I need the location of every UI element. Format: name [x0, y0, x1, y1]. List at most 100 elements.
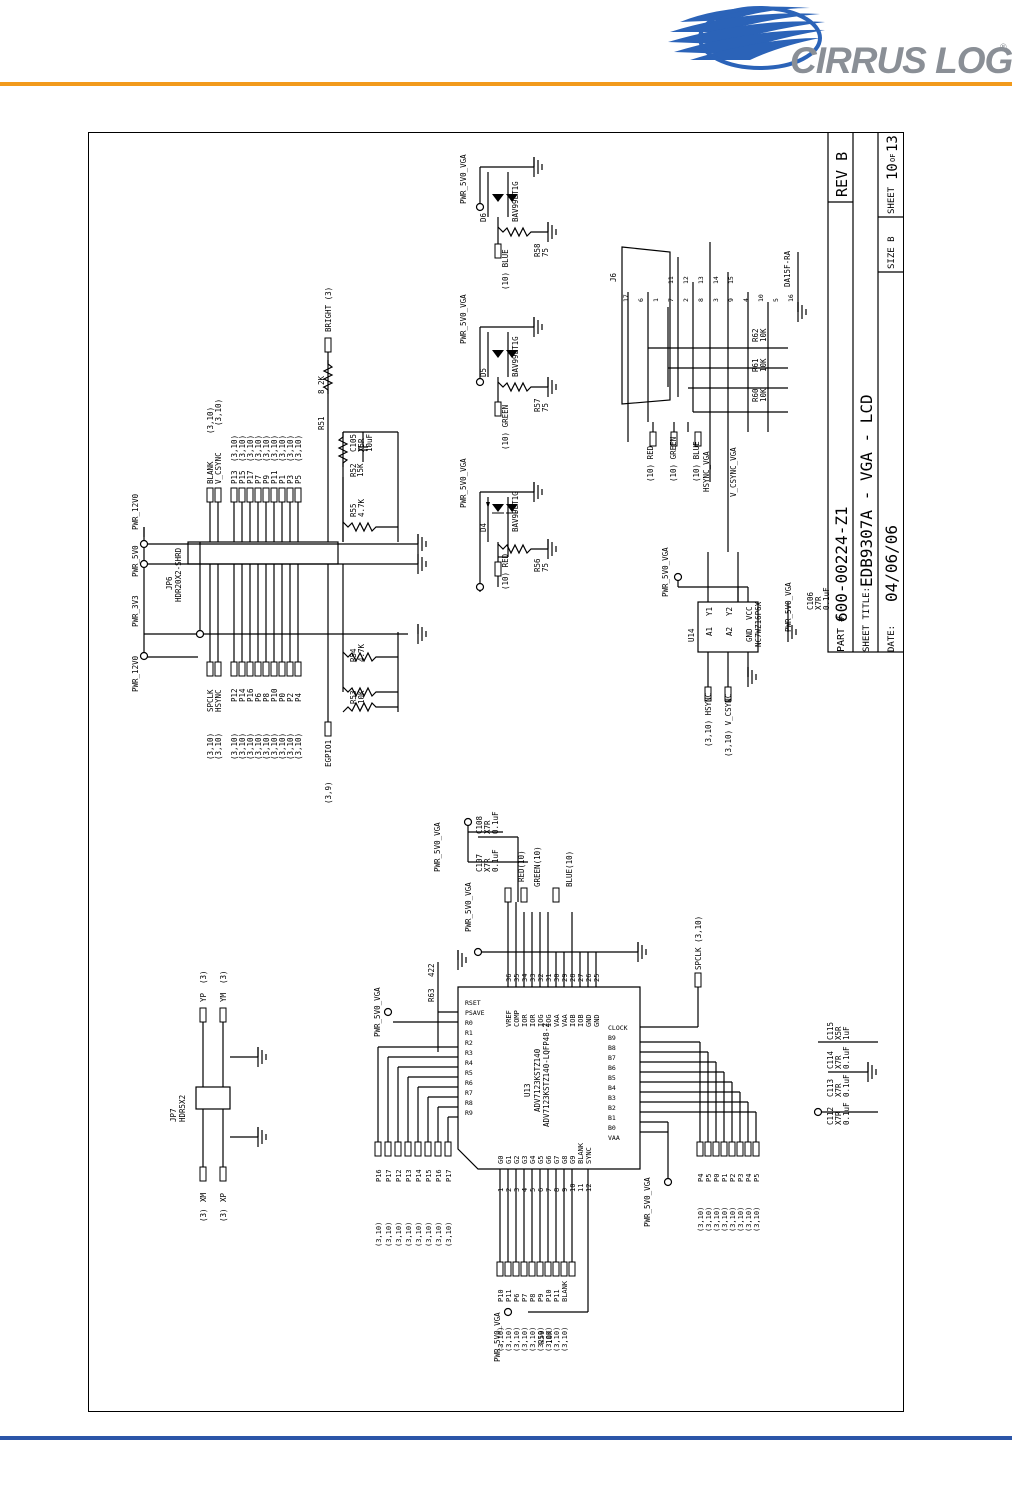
jp6-right-net-4: P17: [246, 470, 255, 484]
jp6-left-net-1: HSYNC: [214, 689, 223, 712]
r63-ref: R63: [427, 988, 436, 1002]
u13-b-net-4: P2: [729, 1174, 737, 1182]
u13-red-out: RED(10): [517, 850, 526, 882]
jp6-left-net-3: P14: [238, 688, 247, 702]
u13-g-ref-3: (3,10): [521, 1327, 529, 1352]
u13-top-ref-5: (3,10): [425, 1222, 433, 1247]
c106-pwr: PWR_5V0_VGA: [784, 582, 793, 632]
r60-val: 10K: [759, 388, 768, 402]
u13-right-pin-1: COMP: [513, 1010, 521, 1027]
u13-left-pin-7: B3: [608, 1094, 616, 1102]
title-size: SIZE B: [887, 236, 897, 269]
u13-top-ref-2: (3,10): [395, 1222, 403, 1247]
jp7-ref: JP7: [169, 1108, 178, 1122]
title-sheet-label: SHEET: [887, 186, 897, 214]
r57-ref: R57: [533, 398, 542, 412]
r52-ref: R52: [349, 463, 358, 477]
u13-left-pin-10: B0: [608, 1124, 616, 1132]
u14-buffer: [677, 552, 789, 687]
u13-b-ref-0: (3,10): [697, 1207, 705, 1232]
u13-right-pin-8: IOB: [569, 1014, 577, 1027]
jp6-right-net-2: P13: [230, 470, 239, 484]
title-block: [827, 132, 904, 653]
u13-top-pin-5: R3: [465, 1049, 473, 1057]
u13-bottom-pin-6: G6: [545, 1156, 553, 1164]
c113-b: 0.1uF: [842, 1074, 851, 1097]
u13-b-net-0: P4: [697, 1174, 705, 1182]
r54-val: 4.7K: [357, 643, 366, 662]
u13-bottom-pin-10: BLANK: [577, 1142, 585, 1164]
d6-blue: (10) BLUE: [501, 249, 510, 290]
j6-pin-1: 1: [652, 298, 660, 302]
c112-b: 0.1uF: [842, 1102, 851, 1125]
j6-pin-13: 13: [697, 276, 705, 284]
u13-pwr-b: PWR_5V0_VGA: [464, 882, 473, 932]
u13-top-pin-4: R2: [465, 1039, 473, 1047]
u14-in-vsync: (3,10) V_CSYNC: [724, 694, 733, 757]
jp6-left-net-4: P16: [246, 688, 255, 702]
logo-registered-mark: ®: [1000, 42, 1007, 52]
u13-left-pin-2: B8: [608, 1044, 616, 1052]
u13-bottom-num-8: 9: [561, 1188, 569, 1192]
d4-ref: D4: [479, 522, 488, 532]
u13-top-ref-4: (3,10): [415, 1222, 423, 1247]
r59-ref: R59: [537, 1330, 546, 1344]
r53-ref: R53: [349, 690, 358, 704]
d6-pwr: PWR_5V0_VGA: [459, 154, 468, 204]
u13-bottom-pin-1: G1: [505, 1156, 513, 1164]
u13-top-pin-2: R0: [465, 1019, 473, 1027]
u13-b-ref-5: (3,10): [737, 1207, 745, 1232]
u13-pwr-e: PWR_5V0_VGA: [493, 1312, 502, 1362]
u13-top-pin-7: R5: [465, 1069, 473, 1077]
jp6-left-ref-5: (3,10): [254, 733, 263, 760]
c114-b: 0.1uF: [842, 1046, 851, 1069]
c106-b: 0.1uF: [822, 587, 831, 610]
j6-pin-9: 9: [727, 298, 735, 302]
r55-ref: R55: [349, 503, 358, 517]
u13-top-ref-6: (3,10): [435, 1222, 443, 1247]
j6-red: (10) RED: [646, 445, 655, 482]
jp7-ym: YM: [219, 992, 228, 1002]
j6-blue: (10) BLUE: [692, 441, 701, 482]
jp6-right-net-8: P1: [278, 475, 287, 484]
c108-b: 0.1uF: [491, 811, 500, 834]
jp6-egpio-ref: (3,9): [324, 781, 333, 804]
u14-part: NC7WZ16P6X: [754, 601, 763, 647]
u13-bottom-pin-8: G8: [561, 1156, 569, 1164]
jp6-left-net-9: P2: [286, 693, 295, 702]
u13-bottom-num-0: 1: [497, 1188, 505, 1192]
c112-ref: C112: [826, 1107, 835, 1125]
u13-bottom-num-5: 6: [537, 1188, 545, 1192]
j6-part: DA15F-RA: [783, 250, 792, 287]
jp6-right-net-0: BLANK: [206, 461, 215, 484]
jp7-xm: XM: [199, 1192, 208, 1202]
c105-a: X5R: [357, 438, 366, 452]
jp6-pwr-12v0-a: PWR_12V0: [131, 655, 140, 692]
jp6-left-net-5: P6: [254, 692, 263, 702]
u14-gnd: GND: [745, 628, 754, 642]
u13-right-num-8: 28: [569, 974, 577, 982]
u13-g-net-3: P7: [521, 1294, 529, 1302]
c114-ref: C114: [826, 1050, 835, 1069]
jp6-left-ref-2: (3,10): [230, 733, 239, 760]
c113-ref: C113: [826, 1079, 835, 1097]
r57-val: 75: [541, 403, 550, 412]
resistor-network-jp6: [322, 360, 399, 713]
title-part-label: PART #: [836, 616, 847, 652]
r62-ref: R62: [751, 328, 760, 342]
jp6-connector: [143, 352, 418, 722]
u14-a1: A1: [705, 627, 714, 636]
logo-text: CIRRUS LOGIC: [790, 40, 1012, 81]
r56-ref: R56: [533, 558, 542, 572]
u13-b-ref-4: (3,10): [729, 1207, 737, 1232]
d4-pwr: PWR_5V0_VGA: [459, 458, 468, 508]
jp6-left-net-7: P10: [270, 688, 279, 702]
r62-val: 10K: [759, 328, 768, 342]
j6-pin-17: 17: [622, 294, 630, 302]
u13-right-num-0: 36: [505, 974, 513, 982]
jp6-left-ref-1: (3,10): [214, 733, 223, 760]
u13-bottom-pin-0: G0: [497, 1156, 505, 1164]
j6-hsync: HSYNC_VGA: [702, 451, 711, 492]
d5-green: (10) GREEN: [501, 405, 510, 450]
u14-a2: A2: [725, 627, 734, 636]
